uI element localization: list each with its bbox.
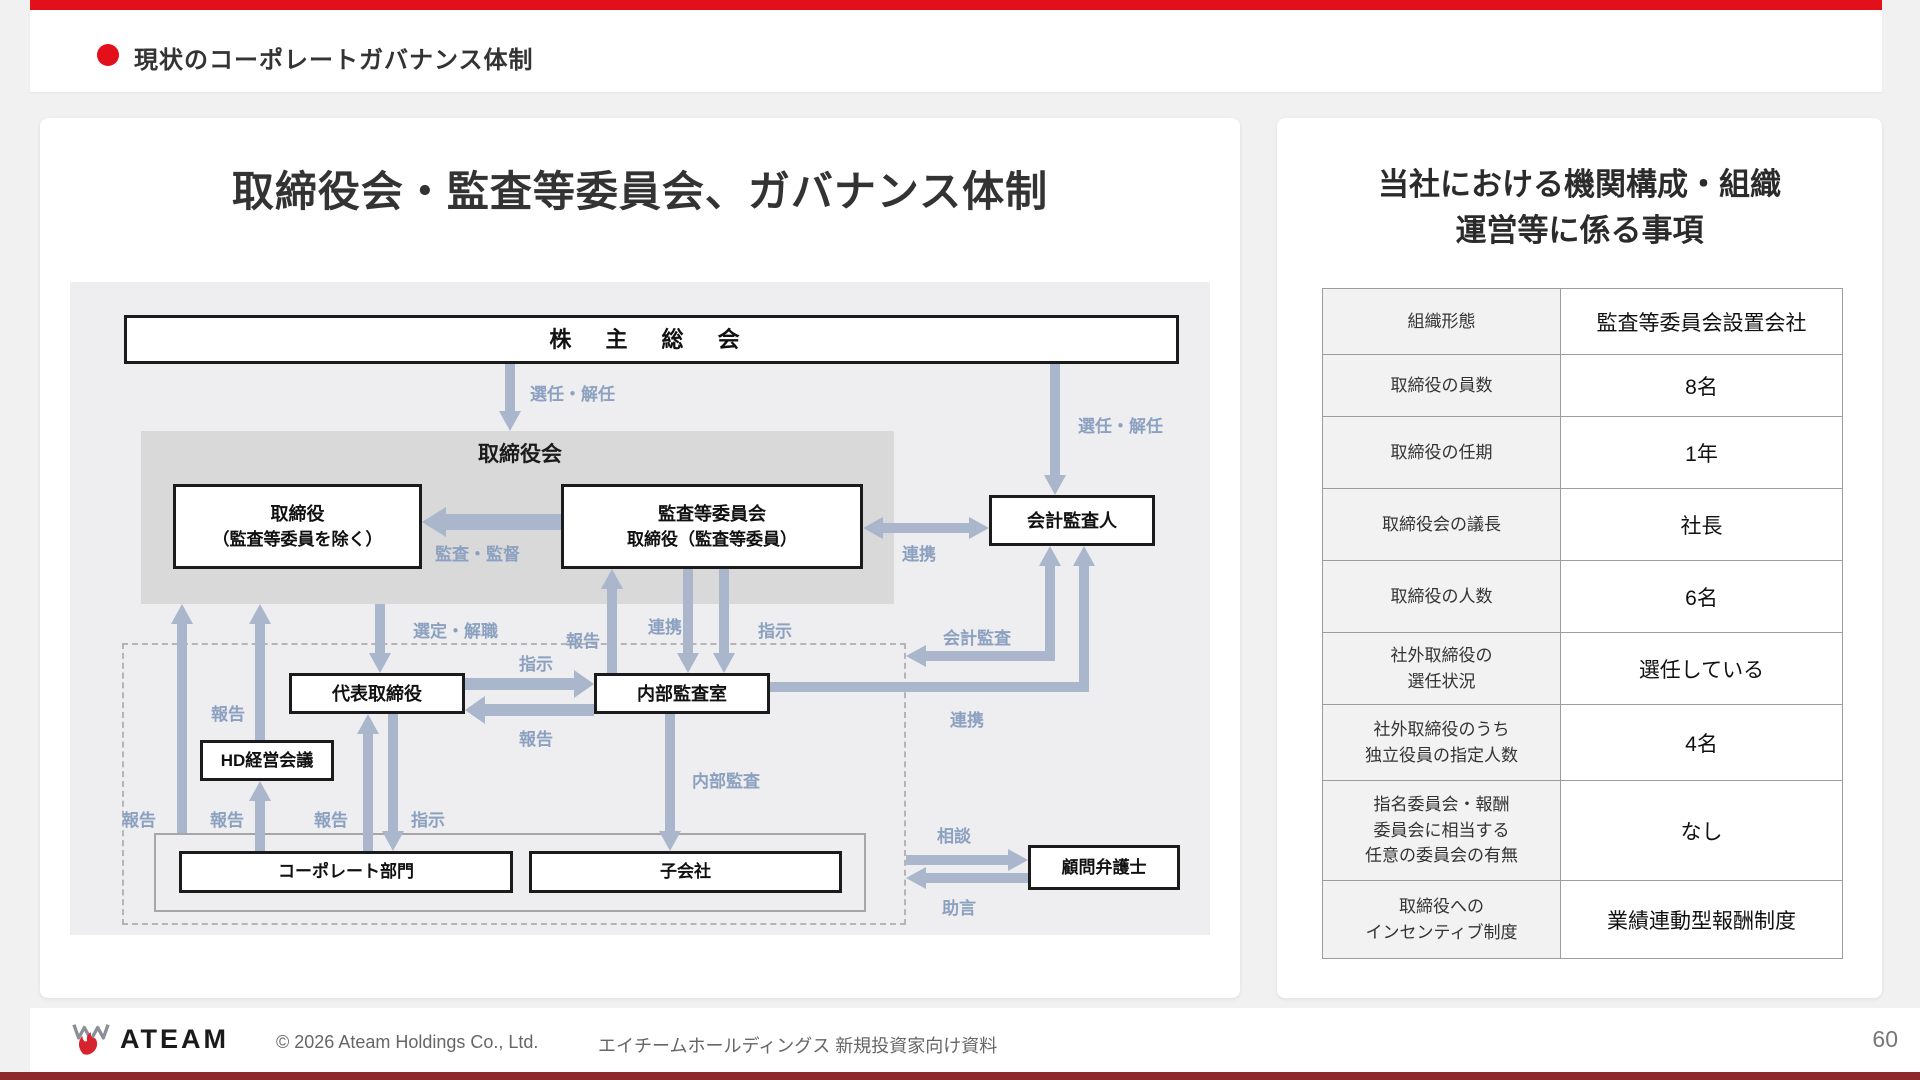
edge-label-cooperation: 連携 xyxy=(902,545,936,564)
edge-label-instruct: 指示 xyxy=(519,655,553,674)
edge-label-audit-supervise: 監査・監督 xyxy=(435,545,520,564)
node-hd-management-meeting: HD経営会議 xyxy=(200,740,334,781)
row-value: 監査等委員会設置会社 xyxy=(1560,288,1843,355)
top-accent-bar xyxy=(30,0,1882,10)
node-label: 会計監査人 xyxy=(1027,510,1117,531)
table-row: 取締役の員数 8名 xyxy=(1322,354,1843,417)
footer: ATEAM © 2026 Ateam Holdings Co., Ltd. エイ… xyxy=(30,1008,1920,1072)
node-subsidiary: 子会社 xyxy=(529,851,842,893)
node-label: 顧問弁護士 xyxy=(1061,857,1147,877)
row-value: 8名 xyxy=(1560,354,1843,417)
edge-label-accounting-audit: 会計監査 xyxy=(943,629,1011,648)
node-label: コーポレート部門 xyxy=(278,862,414,881)
node-label: 子会社 xyxy=(660,862,711,881)
node-accounting-auditor: 会計監査人 xyxy=(989,495,1155,546)
row-label: 取締役会の議長 xyxy=(1322,488,1561,561)
page-header: 現状のコーポレートガバナンス体制 xyxy=(30,10,1882,92)
node-label: 監査等委員会 xyxy=(658,503,766,524)
edge-label-instruct: 指示 xyxy=(758,622,792,641)
edge-label-advise: 助言 xyxy=(942,899,976,918)
row-label: 社外取締役の 選任状況 xyxy=(1322,632,1561,705)
row-label: 取締役への インセンティブ制度 xyxy=(1322,880,1561,959)
bottom-accent-bar xyxy=(0,1072,1920,1080)
edge-label-appoint-dismiss: 選任・解任 xyxy=(1078,417,1163,436)
node-label: 代表取締役 xyxy=(332,683,422,704)
org-structure-title-line1: 当社における機関構成・組織 xyxy=(1378,167,1781,202)
page-number: 60 xyxy=(1872,1026,1898,1052)
edge-label-report: 報告 xyxy=(122,811,156,830)
row-label: 取締役の員数 xyxy=(1322,354,1561,417)
edge-label-report: 報告 xyxy=(210,811,244,830)
table-row: 指名委員会・報酬 委員会に相当する 任意の委員会の有無 なし xyxy=(1322,780,1843,881)
copyright-text: © 2026 Ateam Holdings Co., Ltd. xyxy=(276,1032,539,1052)
node-label: 内部監査室 xyxy=(637,683,727,704)
operating-units-container xyxy=(154,833,866,912)
table-row: 社外取締役の 選任状況 選任している xyxy=(1322,632,1843,705)
node-legal-advisor: 顧問弁護士 xyxy=(1028,845,1180,890)
row-label: 取締役の任期 xyxy=(1322,416,1561,489)
document-title-text: エイチームホールディングス 新規投資家向け資料 xyxy=(598,1036,998,1056)
row-value: 6名 xyxy=(1560,560,1843,633)
ateam-logo: ATEAM xyxy=(70,1018,229,1061)
governance-diagram-card: 取締役会・監査等委員会、ガバナンス体制 株 主 総 会 取締役会 取締役 （監査… xyxy=(40,118,1240,998)
row-value: 業績連動型報酬制度 xyxy=(1560,880,1843,959)
row-value: 4名 xyxy=(1560,704,1843,781)
node-label: （監査等委員を除く） xyxy=(212,529,383,549)
edge-label-report: 報告 xyxy=(314,811,348,830)
edge-label-instruct: 指示 xyxy=(411,811,445,830)
edge-label-select-dismiss: 選定・解職 xyxy=(413,622,498,641)
edge-label-consult: 相談 xyxy=(937,827,971,846)
node-internal-audit-office: 内部監査室 xyxy=(594,673,770,714)
edge-label-appoint-dismiss: 選任・解任 xyxy=(530,385,615,404)
governance-diagram: 株 主 総 会 取締役会 取締役 （監査等委員を除く） 監査等委員会 取締役（監… xyxy=(70,282,1210,935)
diagram-title: 取締役会・監査等委員会、ガバナンス体制 xyxy=(231,168,1049,215)
node-label: HD経営会議 xyxy=(220,750,314,770)
row-label: 組織形態 xyxy=(1322,288,1561,355)
table-row: 取締役の任期 1年 xyxy=(1322,416,1843,489)
ateam-logo-icon xyxy=(70,1018,112,1061)
row-label: 社外取締役のうち 独立役員の指定人数 xyxy=(1322,704,1561,781)
row-label: 取締役の人数 xyxy=(1322,560,1561,633)
row-value: 選任している xyxy=(1560,632,1843,705)
table-row: 取締役会の議長 社長 xyxy=(1322,488,1843,561)
node-directors: 取締役 （監査等委員を除く） xyxy=(173,484,422,569)
node-shareholders-meeting: 株 主 総 会 xyxy=(124,315,1179,364)
org-structure-card: 当社における機関構成・組織 運営等に係る事項 組織形態 監査等委員会設置会社 取… xyxy=(1277,118,1882,998)
node-label: 株 主 総 会 xyxy=(549,326,754,352)
org-structure-title-line2: 運営等に係る事項 xyxy=(1455,213,1704,248)
ateam-wordmark: ATEAM xyxy=(120,1024,229,1054)
node-representative-director: 代表取締役 xyxy=(289,673,465,714)
row-value: 1年 xyxy=(1560,416,1843,489)
row-label: 指名委員会・報酬 委員会に相当する 任意の委員会の有無 xyxy=(1322,780,1561,881)
node-audit-committee: 監査等委員会 取締役（監査等委員） xyxy=(561,484,863,569)
edge-label-report: 報告 xyxy=(211,705,245,724)
node-corporate-dept: コーポレート部門 xyxy=(179,851,513,893)
company-group-dashed-border xyxy=(122,643,906,925)
table-row: 組織形態 監査等委員会設置会社 xyxy=(1322,288,1843,355)
table-row: 社外取締役のうち 独立役員の指定人数 4名 xyxy=(1322,704,1843,781)
node-label: 取締役（監査等委員） xyxy=(627,529,797,549)
page-title: 現状のコーポレートガバナンス体制 xyxy=(134,47,534,74)
row-value: なし xyxy=(1560,780,1843,881)
edge-label-cooperation: 連携 xyxy=(648,618,682,637)
edge-label-internal-audit: 内部監査 xyxy=(692,772,760,791)
board-of-directors-label: 取締役会 xyxy=(478,443,562,466)
red-bullet-icon xyxy=(97,44,119,66)
node-label: 取締役 xyxy=(270,503,325,524)
org-structure-table: 組織形態 監査等委員会設置会社 取締役の員数 8名 取締役の任期 1年 取締役会… xyxy=(1322,288,1843,959)
org-structure-title: 当社における機関構成・組織 運営等に係る事項 xyxy=(1277,162,1882,254)
table-row: 取締役の人数 6名 xyxy=(1322,560,1843,633)
edge-label-report: 報告 xyxy=(519,730,553,749)
row-value: 社長 xyxy=(1560,488,1843,561)
edge-label-report: 報告 xyxy=(566,632,600,651)
table-row: 取締役への インセンティブ制度 業績連動型報酬制度 xyxy=(1322,880,1843,959)
edge-label-cooperation: 連携 xyxy=(950,711,984,730)
